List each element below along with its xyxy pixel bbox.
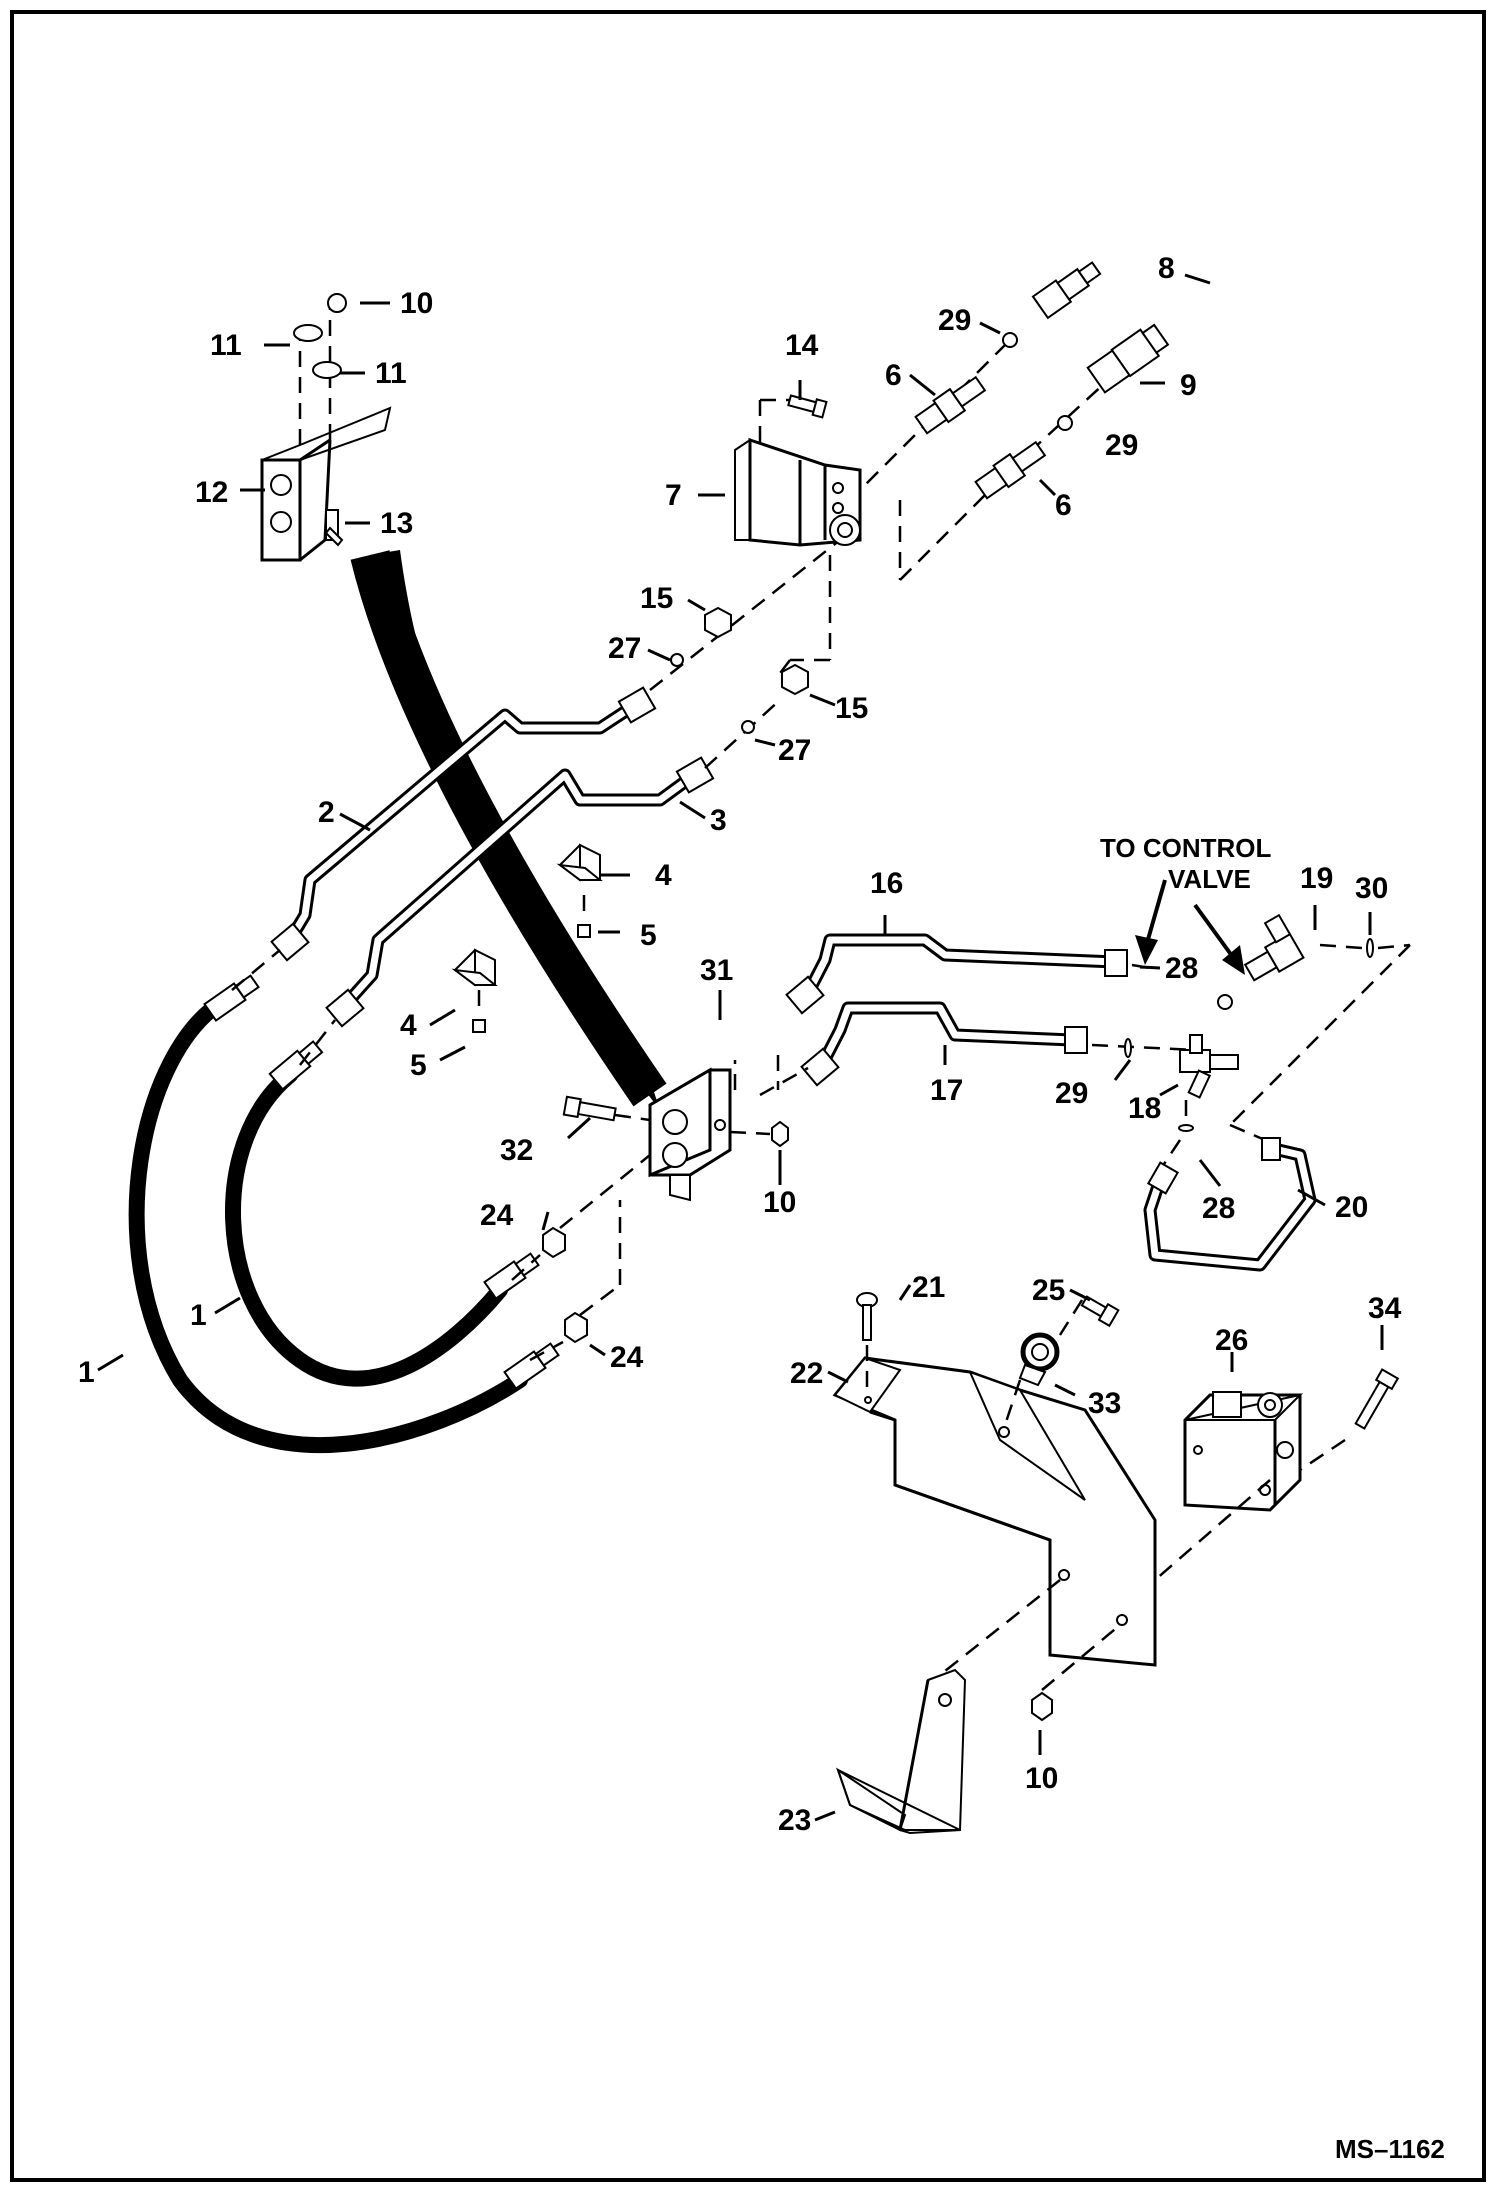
arrow-to-control-valve-left [1135,879,1167,965]
callout-15a: 15 [640,582,673,615]
callout-21: 21 [912,1271,945,1304]
adapter-8 [1031,261,1102,320]
callout-1a: 1 [78,1356,95,1389]
callout-10c: 10 [1025,1762,1058,1795]
clamp-33 [1018,1332,1060,1387]
callout-24a: 24 [480,1199,514,1232]
callout-15b: 15 [835,692,868,725]
callout-12: 12 [195,476,228,509]
callout-29b: 29 [1105,429,1138,462]
callout-9: 9 [1180,369,1197,402]
screw-14 [787,394,828,419]
oring-27-b [741,720,755,734]
drawing-code: MS–1162 [1335,2134,1445,2164]
adapter-6-lower [974,440,1047,500]
callout-labels: 1 1 2 3 4 4 5 5 6 6 7 8 9 10 10 10 11 11… [78,252,1402,1837]
leader-lines [97,273,1384,1822]
note-to-control: TO CONTROL [1100,833,1272,863]
oring-29-lower [1057,415,1073,431]
callout-33: 33 [1088,1387,1121,1420]
screw-25 [1080,1295,1120,1328]
callout-22: 22 [790,1357,823,1390]
callout-10b: 10 [763,1186,796,1219]
callout-17: 17 [930,1074,963,1107]
nut-24-b [564,1311,588,1344]
nut-10-bottom [1031,1691,1053,1722]
callout-11b: 11 [375,357,407,390]
bracket-23 [836,1668,967,1835]
oring-28-upper [1217,994,1233,1010]
callout-27b: 27 [778,734,811,767]
fitting-9 [1086,323,1170,394]
callout-3: 3 [710,804,727,837]
tee-18 [1179,1034,1239,1099]
callout-19: 19 [1300,862,1333,895]
note-valve: VALVE [1168,864,1251,894]
tube-20 [1143,1137,1317,1272]
callout-31: 31 [700,954,733,987]
callout-30: 30 [1355,872,1388,905]
callout-2: 2 [318,796,335,829]
callout-26: 26 [1215,1324,1248,1357]
elbow-19 [1243,913,1305,982]
valve-26 [1183,1391,1304,1512]
callout-4a: 4 [655,859,672,892]
bracket-22 [832,1356,1157,1667]
screw-21 [856,1292,878,1341]
oring-28-lower [1178,1124,1194,1132]
tube-2 [270,686,657,962]
diagram-frame [10,10,1486,2182]
callout-5a: 5 [640,919,657,952]
callout-11a: 11 [210,329,242,362]
oring-29-upper [1002,332,1018,348]
callout-24b: 24 [610,1341,644,1374]
nut-15-a [704,606,732,639]
callout-6a: 6 [885,359,902,392]
tube-17 [800,1001,1088,1087]
callout-18: 18 [1128,1092,1161,1125]
oring-29-mid [1124,1038,1132,1058]
callout-14: 14 [785,329,819,362]
adapter-6-upper [914,375,987,435]
callout-20: 20 [1335,1191,1368,1224]
mounting-bracket-12 [260,293,392,562]
arrow-to-control-valve-right [1193,903,1245,975]
nut-15-b [781,663,809,696]
callout-1b: 1 [190,1299,207,1332]
callout-7: 7 [665,479,682,512]
callout-6b: 6 [1055,489,1072,522]
callout-29a: 29 [938,304,971,337]
callout-16: 16 [870,867,903,900]
oring-30 [1366,938,1374,958]
oring-27-a [670,653,684,667]
bolt-32 [562,1095,617,1122]
bolt-34 [1354,1368,1400,1430]
callout-34: 34 [1368,1292,1402,1325]
nut-24-a [542,1226,566,1259]
callout-28a: 28 [1165,952,1198,985]
block-31 [648,1067,732,1202]
nut-5-lower [472,1019,486,1033]
callout-4b: 4 [400,1009,417,1042]
nut-10-block [771,1120,789,1148]
callout-32: 32 [500,1134,533,1167]
tube-16 [785,933,1128,1015]
callout-28b: 28 [1202,1192,1235,1225]
callout-29c: 29 [1055,1077,1088,1110]
bracket-7 [734,437,862,547]
clamp-4-upper [556,843,603,882]
callout-27a: 27 [608,632,641,665]
callout-5b: 5 [410,1049,427,1082]
hose-guide-band [350,550,667,1107]
callout-10a: 10 [400,287,433,320]
tube-3 [325,756,715,1028]
callout-13: 13 [380,507,413,540]
nut-5-upper [577,924,591,938]
callout-8: 8 [1158,252,1175,285]
callout-25: 25 [1032,1274,1065,1307]
clamp-4-lower [451,948,498,987]
callout-23: 23 [778,1804,811,1837]
